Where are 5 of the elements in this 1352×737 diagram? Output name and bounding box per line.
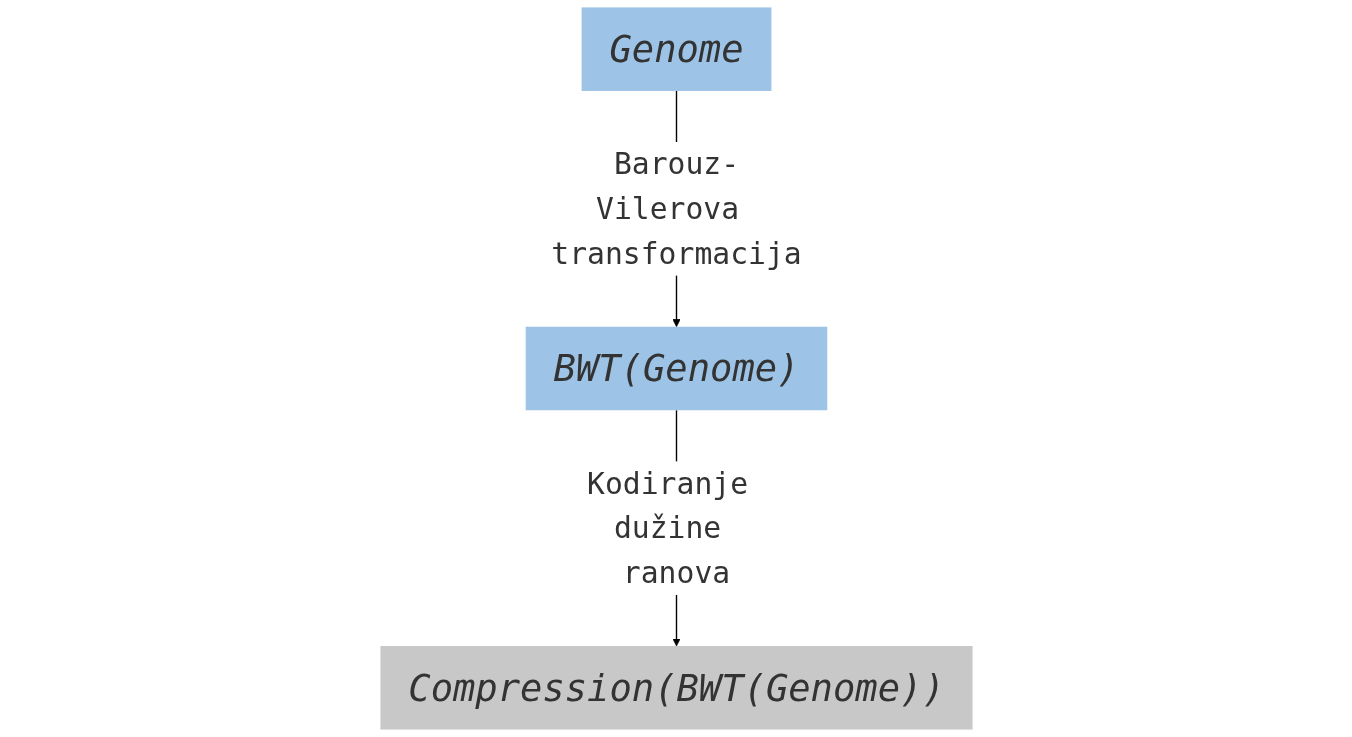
- edge-label: Kodiranje dužine ranova: [586, 465, 748, 591]
- edge-label: Barouz-Vilerova transformacija: [550, 146, 802, 272]
- node-box: BWT(Genome): [525, 326, 827, 411]
- node-box: Genome: [581, 7, 771, 91]
- node-box: Compression(BWT(Genome)): [379, 646, 973, 730]
